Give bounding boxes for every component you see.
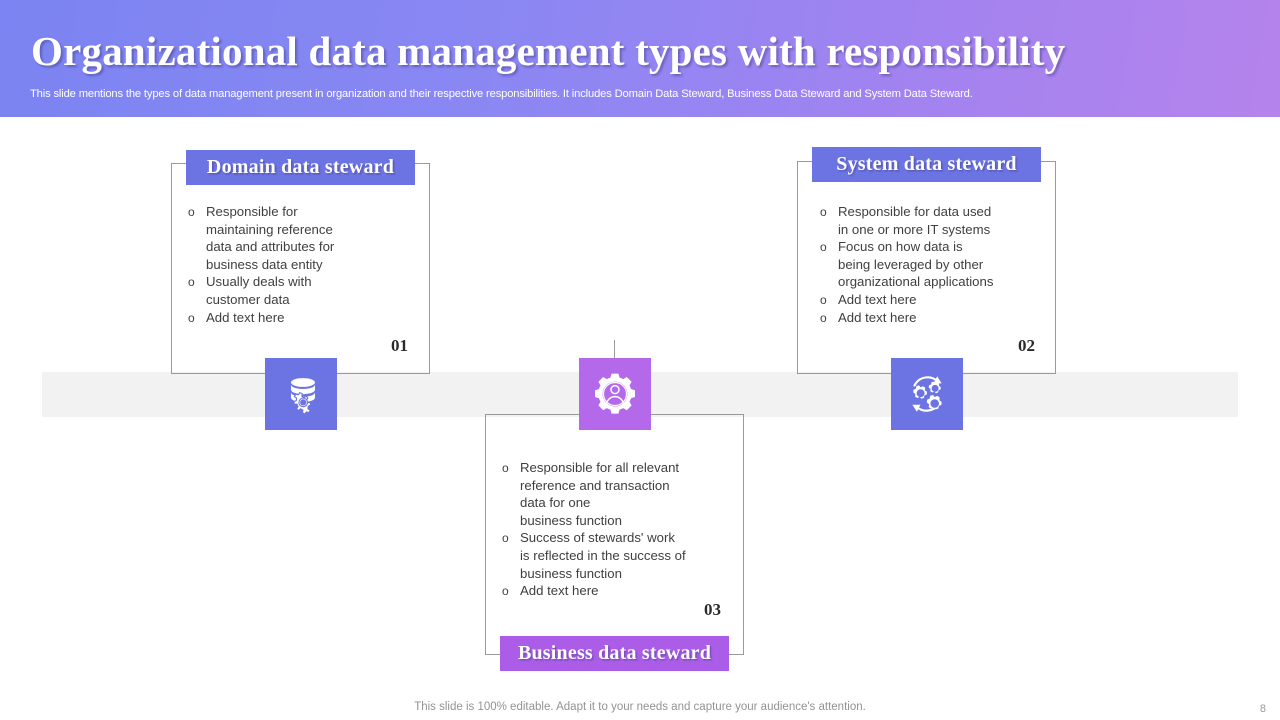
step-number-01: 01 — [391, 336, 408, 355]
bullet-marker-icon: o — [820, 240, 827, 255]
card-title-business-data-steward[interactable]: Business data steward — [500, 636, 729, 671]
bullet-marker-icon: o — [502, 461, 509, 475]
list-item-text: Success of stewards' work is reflected i… — [520, 530, 686, 581]
list-item: o Add text here — [502, 582, 742, 600]
list-item-text: Focus on how data is being leveraged by … — [838, 239, 994, 290]
page-number: 8 — [1259, 703, 1266, 715]
bullet-marker-icon: o — [820, 310, 827, 325]
list-item: o Responsible for all relevant reference… — [502, 459, 742, 529]
bullet-marker-icon: o — [502, 584, 509, 599]
database-gear-icon — [279, 372, 323, 416]
list-item-text: Responsible for data used in one or more… — [838, 204, 992, 237]
list-item: o Add text here — [820, 291, 1055, 309]
bullet-marker-icon: o — [188, 275, 195, 290]
icon-tile-business-data-steward[interactable] — [579, 358, 651, 430]
list-item-text: Usually deals with customer data — [206, 274, 312, 307]
list-item-text: Add text here — [838, 309, 917, 325]
card-title-system-data-steward[interactable]: System data steward — [812, 147, 1041, 182]
bullet-marker-icon: o — [820, 205, 827, 219]
page-title: Organizational data management types wit… — [31, 28, 1066, 74]
icon-tile-domain-data-steward[interactable] — [265, 358, 337, 430]
bullet-marker-icon: o — [820, 292, 827, 307]
icon-tile-system-data-steward[interactable] — [891, 358, 963, 430]
gears-cycle-icon — [904, 371, 950, 417]
list-item: o Add text here — [188, 309, 423, 327]
list-item: o Success of stewards' work is reflected… — [502, 529, 742, 582]
list-item: o Responsible for maintaining reference … — [188, 203, 423, 273]
list-item-text: Add text here — [206, 309, 285, 325]
list-item: o Focus on how data is being leveraged b… — [820, 238, 1055, 291]
bullet-marker-icon: o — [188, 205, 195, 219]
card-title-domain-data-steward[interactable]: Domain data steward — [186, 150, 415, 185]
list-item-text: Add text here — [520, 583, 599, 599]
list-item-text: Add text here — [838, 291, 917, 307]
list-item-text: Responsible for all relevant reference a… — [520, 460, 680, 528]
connector-stem-card2 — [614, 340, 615, 374]
step-number-02: 02 — [1018, 336, 1035, 355]
page-subtitle: This slide mentions the types of data ma… — [30, 88, 973, 100]
bullet-list-domain-data-steward: o Responsible for maintaining reference … — [188, 203, 423, 327]
footer-note: This slide is 100% editable. Adapt it to… — [414, 701, 866, 713]
bullet-marker-icon: o — [188, 310, 195, 325]
bullet-list-system-data-steward: o Responsible for data used in one or mo… — [820, 203, 1055, 327]
list-item: o Add text here — [820, 309, 1055, 327]
step-number-03: 03 — [704, 600, 721, 619]
slide-header: Organizational data management types wit… — [0, 0, 1280, 117]
person-gear-icon — [592, 371, 638, 417]
list-item-text: Responsible for maintaining reference da… — [206, 204, 335, 272]
list-item: o Usually deals with customer data — [188, 273, 423, 308]
list-item: o Responsible for data used in one or mo… — [820, 203, 1055, 238]
bullet-list-business-data-steward: o Responsible for all relevant reference… — [502, 459, 742, 600]
bullet-marker-icon: o — [502, 531, 509, 546]
